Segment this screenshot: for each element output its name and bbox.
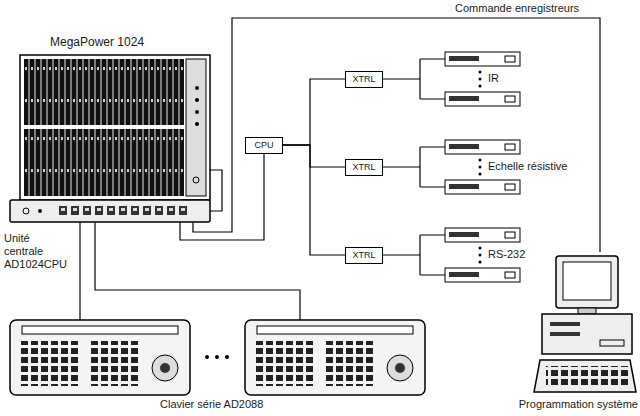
connector bbox=[283, 145, 345, 167]
ellipsis-dots bbox=[205, 355, 229, 359]
node-label: CPU bbox=[252, 140, 276, 151]
cpu-box: CPU bbox=[245, 137, 283, 154]
interface-label: Echelle résistive bbox=[488, 160, 567, 173]
node-label: XTRL bbox=[352, 74, 376, 85]
deck-wires bbox=[383, 59, 445, 275]
cpu-rack-unit bbox=[10, 200, 210, 222]
node-label: Programmation système bbox=[519, 398, 638, 411]
node-label: MegaPower 1024 bbox=[50, 35, 144, 49]
device-label: Clavier série AD2088 bbox=[160, 398, 263, 411]
matrix-rack bbox=[20, 55, 210, 200]
node-label: XTRL bbox=[352, 162, 376, 173]
controller-box: XTRL bbox=[345, 71, 383, 88]
node-label: Unité centrale AD1024CPU bbox=[4, 232, 70, 272]
connector bbox=[193, 18, 600, 252]
connector bbox=[95, 222, 300, 320]
cpu-unit: Unité centrale AD1024CPU bbox=[10, 200, 210, 222]
connector bbox=[79, 222, 80, 320]
keyboard-figure bbox=[10, 320, 425, 395]
node-label: XTRL bbox=[352, 250, 376, 261]
connector bbox=[283, 79, 345, 145]
keyboard bbox=[10, 320, 190, 395]
computer-figure bbox=[534, 256, 636, 392]
controller-box: XTRL bbox=[345, 159, 383, 176]
keyboard bbox=[245, 320, 425, 395]
matrix-switcher: MegaPower 1024 bbox=[20, 55, 210, 200]
controller-box: XTRL bbox=[345, 247, 383, 264]
connector bbox=[210, 170, 222, 211]
interface-label: RS-232 bbox=[488, 248, 525, 261]
interface-label: IR bbox=[488, 72, 499, 85]
signal-label: Commande enregistreurs bbox=[455, 2, 579, 15]
connector bbox=[283, 145, 345, 255]
computer: Programmation système bbox=[534, 252, 636, 394]
deck-dots bbox=[479, 71, 482, 264]
